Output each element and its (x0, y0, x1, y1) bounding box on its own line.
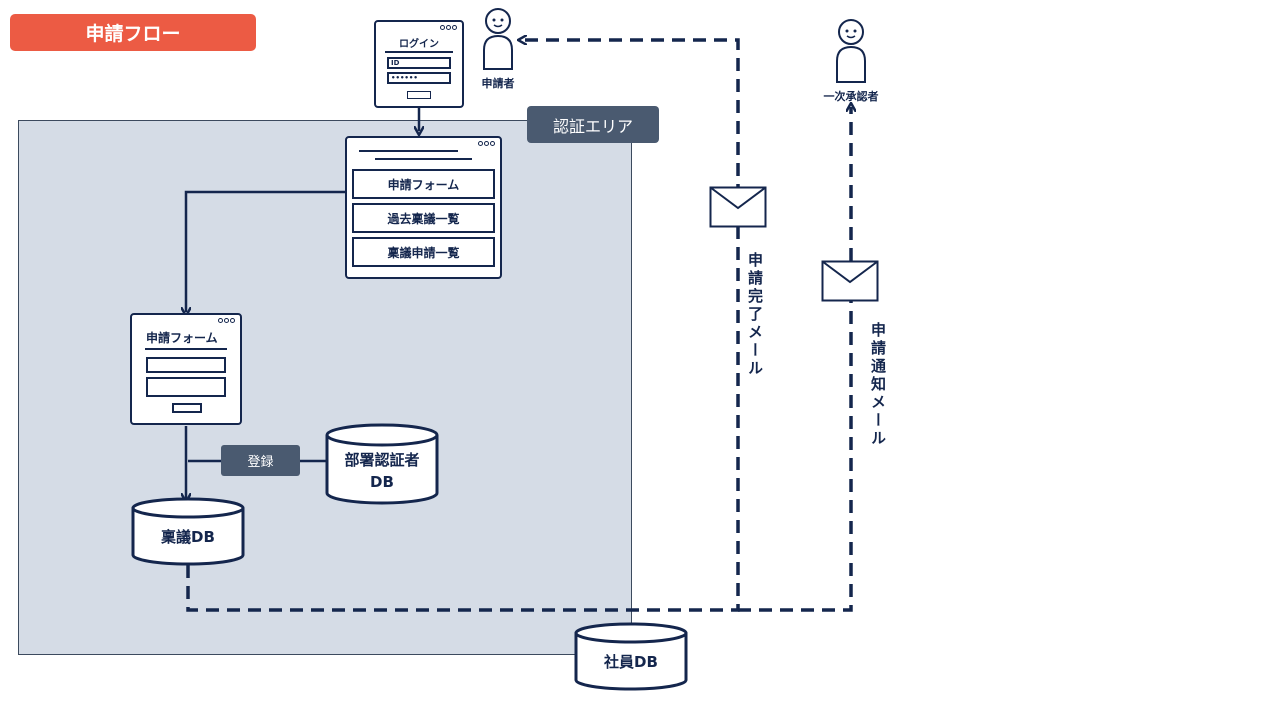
form-divider (145, 348, 227, 350)
database-icon (325, 435, 439, 505)
dashed-to-applicant (186, 40, 740, 612)
password-field[interactable]: •••••• (387, 72, 451, 84)
login-window: ログイン ID •••••• (374, 20, 464, 108)
dept-auth-db: 部署認証者 DB (325, 423, 439, 505)
menu-item-ringi-application-list[interactable]: 稟議申請一覧 (352, 237, 495, 267)
dept-auth-db-label-2: DB (370, 473, 394, 491)
database-icon (131, 508, 245, 566)
menu-header-line-2 (375, 158, 472, 160)
page-title: 申請フロー (10, 14, 256, 51)
form-input-1[interactable] (146, 357, 226, 373)
employee-db: 社員DB (574, 622, 688, 691)
window-dots-icon (218, 318, 235, 323)
form-input-2[interactable] (146, 377, 226, 397)
auth-area-label: 認証エリア (527, 106, 659, 143)
arrow-menu-to-form (186, 190, 351, 312)
form-window: 申請フォーム (130, 313, 242, 425)
database-icon (574, 633, 688, 691)
form-title: 申請フォーム (146, 331, 218, 345)
window-dots-icon (440, 25, 457, 30)
form-submit-button[interactable] (172, 403, 202, 413)
menu-header-line-1 (359, 150, 458, 152)
login-title: ログイン (399, 39, 439, 50)
approver-label: 一次承認者 (823, 90, 879, 103)
person-icon (836, 19, 866, 83)
auth-area (18, 120, 632, 655)
menu-item-past-ringi-list[interactable]: 過去稟議一覧 (352, 203, 495, 233)
menu-item-application-form[interactable]: 申請フォーム (352, 169, 495, 199)
window-dots-icon (478, 141, 495, 146)
login-divider (385, 51, 453, 53)
register-label: 登録 (221, 445, 300, 476)
person-icon (483, 8, 513, 70)
id-field[interactable]: ID (387, 57, 451, 69)
envelope-icon (821, 260, 879, 302)
dept-auth-db-label-1: 部署認証者 (344, 451, 419, 469)
applicant-label: 申請者 (481, 77, 515, 90)
envelope-icon (709, 186, 767, 228)
completion-mail-label: 申請完了メール (746, 252, 764, 378)
menu-window: 申請フォーム 過去稟議一覧 稟議申請一覧 (345, 136, 502, 279)
ringi-db-label: 稟議DB (161, 528, 215, 546)
login-button[interactable] (407, 91, 431, 99)
notification-mail-label: 申請通知メール (869, 322, 887, 448)
employee-db-label: 社員DB (603, 653, 658, 671)
ringi-db: 稟議DB (131, 497, 245, 566)
